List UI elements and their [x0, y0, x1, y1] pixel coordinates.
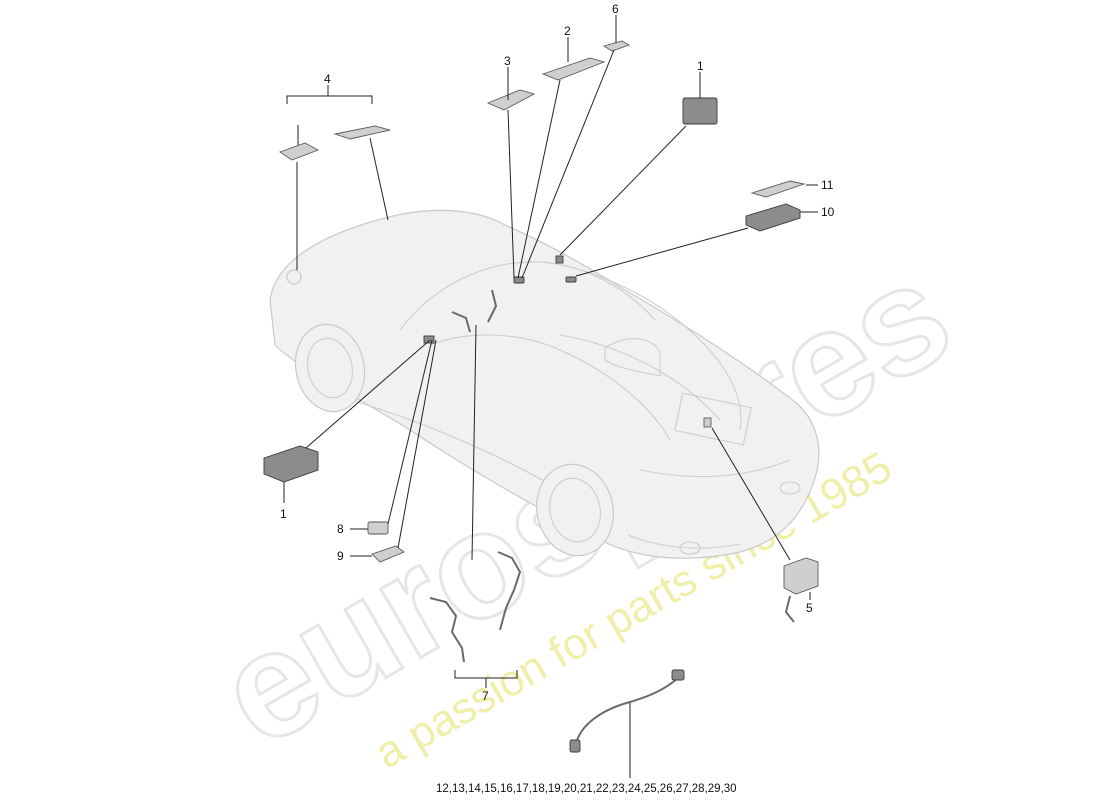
- rear-module-icon: [703, 417, 712, 428]
- part-7-harnesses: 7: [429, 324, 522, 703]
- part-10-module: 10: [575, 203, 835, 277]
- part-12-30-antenna-cable: 12,13,14,15,16,17,18,19,20,21,22,23,24,2…: [436, 669, 737, 795]
- callout-3: 3: [504, 54, 511, 68]
- callout-7: 7: [482, 689, 489, 703]
- part-2-roof-cover: 2: [517, 24, 606, 279]
- roof-module-icon: [513, 276, 525, 284]
- installed-modules: [423, 255, 712, 428]
- roof-light-icon: [565, 276, 577, 283]
- callout-11: 11: [821, 178, 834, 192]
- callout-8: 8: [337, 522, 344, 536]
- callout-10: 10: [821, 205, 835, 219]
- car-illustration: [269, 209, 820, 559]
- callout-5: 5: [806, 601, 813, 615]
- callout-6: 6: [612, 2, 619, 16]
- part-6-sensor: 6: [521, 2, 631, 279]
- roof-sensor-icon: [555, 255, 564, 264]
- part-1-control-unit-bottom: 1: [263, 339, 431, 521]
- callout-9: 9: [337, 549, 344, 563]
- pillar-module-icon: [423, 335, 435, 344]
- callout-1-bottom: 1: [280, 507, 287, 521]
- part-1-control-unit-top: 1: [559, 59, 718, 256]
- part-4-panels: 4: [279, 72, 391, 270]
- part-5-rear-module: 5: [711, 427, 819, 623]
- part-3-roof-bracket: 3: [486, 54, 536, 279]
- callout-12-30: 12,13,14,15,16,17,18,19,20,21,22,23,24,2…: [436, 783, 737, 795]
- part-8-relay: 8: [337, 339, 433, 536]
- part-11-cover: 11: [750, 178, 834, 198]
- callout-1-top: 1: [697, 59, 704, 73]
- part-9-connector: 9: [337, 339, 437, 563]
- callout-4: 4: [324, 72, 331, 86]
- interior-harness-icon: [451, 289, 498, 333]
- callout-2: 2: [564, 24, 571, 38]
